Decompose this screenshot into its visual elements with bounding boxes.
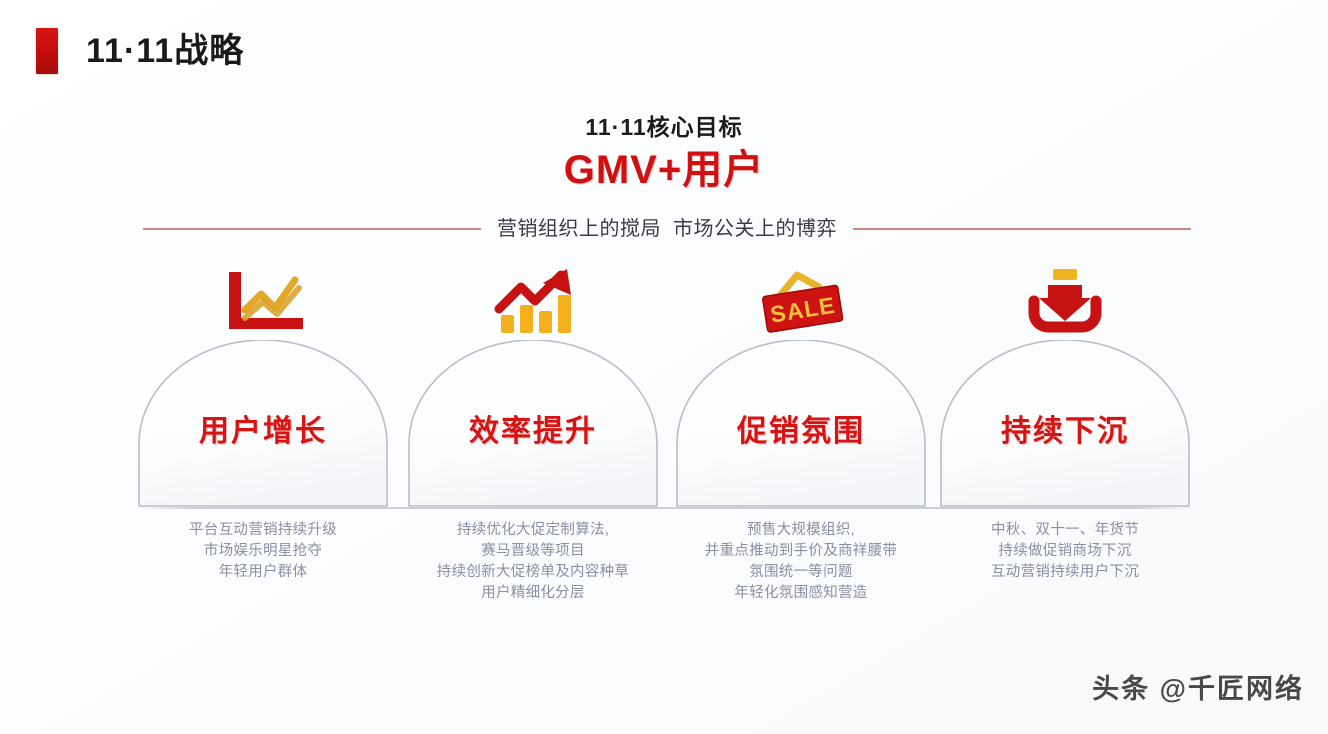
caption-line: 持续做促销商场下沉 [998, 543, 1132, 559]
tagline-left: 营销组织上的搅局 [497, 218, 661, 240]
caption-line: 并重点推动到手价及商祥腰带 [704, 543, 898, 559]
core-goal-block: 11·11核心目标 GMV+用户 [0, 112, 1328, 196]
tagline-rule-right [853, 228, 1191, 230]
caption-line: 市场娱乐明星抢夺 [203, 543, 323, 559]
sale-tag-icon: SALE [667, 258, 935, 344]
pillar-label: 用户增长 [199, 415, 327, 448]
arch-shape [671, 340, 931, 508]
caption-line: 预售大规模组织, [747, 522, 855, 538]
watermark: 头条 @千匠网络 [1092, 674, 1304, 704]
pillar-caption: 持续优化大促定制算法, 赛马晋级等项目 持续创新大促榜单及内容种草 用户精细化分… [387, 520, 679, 604]
pillar-group: 用户增长 平台互动营销持续升级 市场娱乐明星抢夺 年轻用户群体 [0, 258, 1328, 618]
pillar-caption: 中秋、双十一、年货节 持续做促销商场下沉 互动营销持续用户下沉 [919, 520, 1211, 583]
caption-line: 年轻用户群体 [218, 564, 308, 580]
pillar-efficiency[interactable]: 效率提升 持续优化大促定制算法, 赛马晋级等项目 持续创新大促榜单及内容种草 用… [399, 258, 667, 618]
tagline-rule-left [143, 228, 481, 230]
pillar-caption: 平台互动营销持续升级 市场娱乐明星抢夺 年轻用户群体 [117, 520, 409, 583]
page-title: 11·11战略 [86, 32, 245, 70]
pillar-baseline [133, 507, 1195, 509]
pillar-promotion[interactable]: SALE 促销氛围 预售大规模组织, 并重点推动到手价及商祥腰带 氛围统一等问题… [667, 258, 935, 618]
arch-shape [133, 340, 393, 508]
caption-line: 平台互动营销持续升级 [189, 522, 337, 538]
caption-line: 氛围统一等问题 [749, 564, 853, 580]
caption-line: 持续优化大促定制算法, [456, 522, 610, 538]
pillar-caption: 预售大规模组织, 并重点推动到手价及商祥腰带 氛围统一等问题 年轻化氛围感知营造 [655, 520, 947, 604]
download-arrow-icon [931, 258, 1199, 344]
arch-shape [403, 340, 663, 508]
pillar-user-growth[interactable]: 用户增长 平台互动营销持续升级 市场娱乐明星抢夺 年轻用户群体 [129, 258, 397, 618]
header-accent-marker [36, 28, 58, 74]
caption-line: 赛马晋级等项目 [481, 543, 585, 559]
pillar-market-sinking[interactable]: 持续下沉 中秋、双十一、年货节 持续做促销商场下沉 互动营销持续用户下沉 [931, 258, 1199, 618]
tagline-right: 市场公关上的博弈 [673, 218, 837, 240]
pillar-label: 促销氛围 [737, 415, 865, 448]
core-goal-subtitle: 11·11核心目标 [585, 114, 743, 140]
bar-chart-growth-icon [399, 258, 667, 344]
slide-header: 11·11战略 [36, 28, 244, 74]
caption-line: 年轻化氛围感知营造 [734, 585, 868, 601]
line-chart-icon [129, 258, 397, 344]
pillar-label: 效率提升 [469, 415, 597, 448]
caption-line: 用户精细化分层 [481, 585, 585, 601]
caption-line: 中秋、双十一、年货节 [991, 522, 1139, 538]
core-goal-headline: GMV+用户 [563, 148, 765, 192]
tagline-row: 营销组织上的搅局 市场公关上的博弈 [143, 216, 1191, 242]
arch-shape [935, 340, 1195, 508]
caption-line: 持续创新大促榜单及内容种草 [436, 564, 630, 580]
pillar-label: 持续下沉 [1001, 415, 1129, 448]
caption-line: 互动营销持续用户下沉 [991, 564, 1139, 580]
